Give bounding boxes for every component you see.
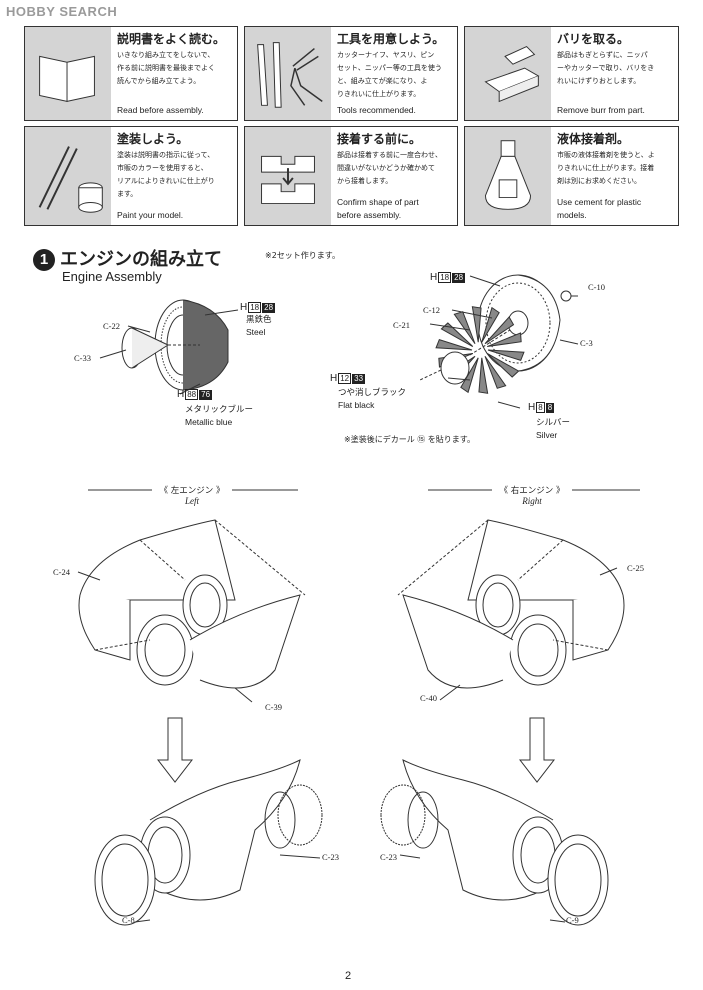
fan-blade: [481, 306, 500, 343]
part-label-c40: C-40: [420, 693, 437, 703]
tip-card-burr: バリを取る。 部品はもぎとらずに、ニッパ ーやカッターで取り、バリをき れいにけ…: [464, 26, 679, 121]
part-label-c23-left: C-23: [322, 852, 339, 862]
tip-card-cement: 液体接着剤。 市販の液体接着剤を使うと、よ りきれいに仕上がります。接着 剤は別…: [464, 126, 679, 226]
tip-text-jp: いきなり組み立てをしないで、 作る前に説明書を最後までよく 読んでから組み立てよ…: [117, 51, 215, 85]
tip-card-confirm: 接着する前に。 部品は接着する前に一度合わせ、 間違いがないかどうか確かめて か…: [244, 126, 458, 226]
fan-assembly-drawing: [419, 274, 572, 394]
fan-blade: [487, 349, 525, 362]
tip-text-en: Tools recommended.: [337, 105, 416, 115]
open-book-icon: [39, 55, 95, 103]
fan-blade: [435, 338, 473, 351]
step-note: ※2セット作ります。: [265, 251, 340, 260]
tip-text-en: Confirm shape of part before assembly.: [337, 197, 419, 220]
tip-card-read: 説明書をよく読む。 いきなり組み立てをしないで、 作る前に説明書を最後までよく …: [24, 26, 238, 121]
tip-title: 接着する前に。: [337, 132, 422, 146]
paint-brush-icon: [38, 146, 103, 213]
left-engine-drawing: [78, 519, 306, 689]
left-assembled-drawing: [94, 759, 323, 926]
watermark: HOBBY SEARCH: [6, 4, 118, 19]
nozzle-assembly-drawing: [121, 299, 229, 391]
part-label-c23-right: C-23: [380, 852, 397, 862]
tip-text-en: Read before assembly.: [117, 105, 204, 115]
part-label-c10: C-10: [588, 282, 605, 292]
cutter-icon: [484, 45, 540, 103]
cement-bottle-icon: [484, 140, 532, 210]
tip-text-jp: 部品はもぎとらずに、ニッパ ーやカッターで取り、バリをき れいにけずりおとします…: [557, 51, 655, 85]
tip-text-en: Paint your model.: [117, 210, 184, 220]
decal-note: ※塗装後にデカール ⑮ を貼ります。: [344, 435, 475, 444]
tip-title: 液体接着剤。: [557, 132, 630, 146]
part-label-c21: C-21: [393, 320, 410, 330]
tip-text-en: Remove burr from part.: [557, 105, 645, 115]
tip-card-tools: 工具を用意しよう。 カッターナイフ、ヤスリ、ピン セット、ニッパー等の工具を使う…: [244, 26, 458, 121]
tools-icon: [257, 42, 323, 108]
part-label-c12: C-12: [423, 305, 440, 315]
part-label-c33: C-33: [74, 353, 91, 363]
tip-picture: [245, 127, 331, 225]
page-number: 2: [345, 970, 352, 982]
tip-title: バリを取る。: [557, 32, 630, 46]
tip-text-jp: 部品は接着する前に一度合わせ、 間違いがないかどうか確かめて から接着します。: [337, 151, 442, 185]
fan-blade: [478, 357, 489, 394]
tip-title: 塗装しよう。: [117, 132, 189, 146]
part-label-c39: C-39: [265, 702, 282, 712]
left-engine-heading: 《 左エンジン 》Left: [159, 486, 225, 506]
fan-blade: [484, 355, 507, 389]
arrow-down-icon: [518, 717, 556, 783]
tip-title: 工具を用意しよう。: [337, 32, 445, 46]
tip-picture: [465, 127, 551, 225]
part-label-c25: C-25: [627, 563, 644, 573]
right-assembled-drawing: [380, 759, 609, 926]
step-title: エンジンの組み立て: [60, 249, 222, 270]
tip-picture: [245, 27, 331, 120]
tip-text-jp: 市販の液体接着剤を使うと、よ りきれいに仕上がります。接着 剤は別にお求めくださ…: [557, 151, 655, 185]
right-engine-heading: 《 右エンジン 》Right: [499, 486, 565, 506]
step-number: 1: [33, 249, 55, 271]
fan-blade: [484, 316, 515, 345]
tip-picture: [465, 27, 551, 120]
tip-picture: [25, 27, 111, 120]
tip-card-paint: 塗装しよう。 塗装は説明書の指示に従って、 市販のカラーを使用すると、 リアルに…: [24, 126, 238, 226]
part-label-c24: C-24: [53, 567, 70, 577]
tip-picture: [25, 127, 111, 225]
step-subtitle: Engine Assembly: [62, 269, 162, 284]
part-label-c3: C-3: [580, 338, 593, 348]
fan-blade: [486, 353, 520, 378]
tip-text-en: Use cement for plastic models.: [557, 197, 642, 220]
part-label-c9: C-9: [566, 915, 579, 925]
fan-blade: [460, 357, 479, 394]
part-fit-icon: [261, 155, 315, 204]
fan-blade: [487, 332, 522, 348]
tip-text-jp: 塗装は説明書の指示に従って、 市販のカラーを使用すると、 リアルによりきれいに仕…: [117, 151, 215, 198]
part-label-c8: C-8: [122, 915, 135, 925]
part-label-c22: C-22: [103, 321, 120, 331]
arrow-down-icon: [156, 717, 194, 783]
tip-title: 説明書をよく読む。: [117, 32, 226, 46]
right-engine-drawing: [397, 519, 625, 689]
tip-text-jp: カッターナイフ、ヤスリ、ピン セット、ニッパー等の工具を使う と、組み立てが楽に…: [337, 51, 442, 98]
